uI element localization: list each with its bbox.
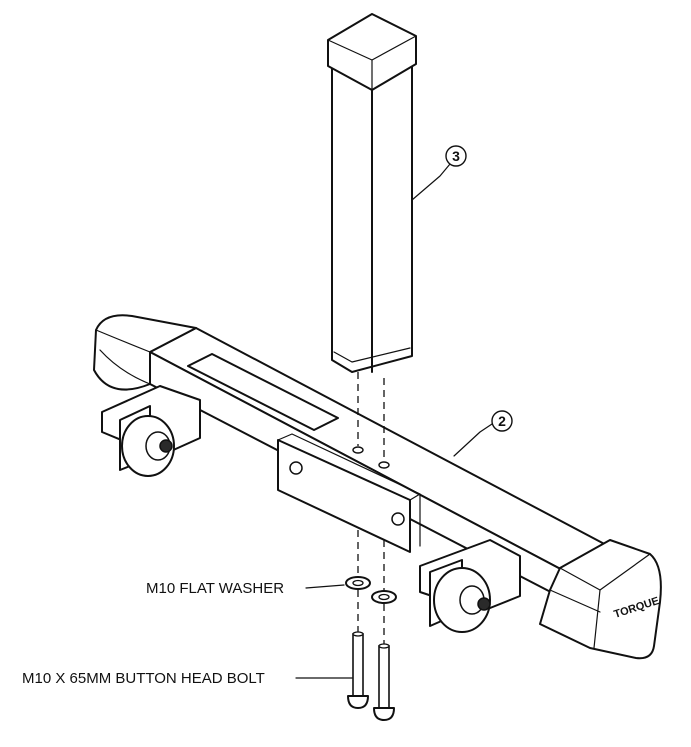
base-left-end-cap (93, 314, 197, 391)
callout-3: 3 (411, 145, 467, 201)
button-head-bolt-rear (373, 643, 395, 721)
right-wheel-nut (477, 597, 491, 611)
base-frame: TORQUE (93, 314, 662, 660)
upright-tube (327, 13, 417, 373)
washer-label: M10 FLAT WASHER (146, 580, 284, 597)
right-wheel-bracket (419, 539, 521, 633)
callout-3-number: 3 (452, 148, 460, 164)
bolt-label-group: M10 X 65MM BUTTON HEAD BOLT (22, 670, 353, 687)
left-wheel-nut (159, 439, 173, 453)
bolt-label: M10 X 65MM BUTTON HEAD BOLT (22, 670, 265, 687)
bolt-hole-front (352, 446, 364, 454)
flat-washer-rear (371, 590, 397, 604)
washer-label-group: M10 FLAT WASHER (146, 580, 345, 597)
callout-2-number: 2 (498, 413, 506, 429)
assembly-center-lines (357, 372, 385, 644)
flat-washer-front (345, 576, 371, 590)
button-head-bolt-front (347, 631, 369, 709)
upright-end-cap (327, 13, 417, 91)
left-wheel-bracket (101, 385, 201, 477)
base-right-end-cap: TORQUE (539, 539, 662, 660)
bolt-hole-rear (378, 461, 390, 469)
center-sleeve-plate (277, 433, 421, 553)
callout-2: 2 (453, 410, 513, 457)
